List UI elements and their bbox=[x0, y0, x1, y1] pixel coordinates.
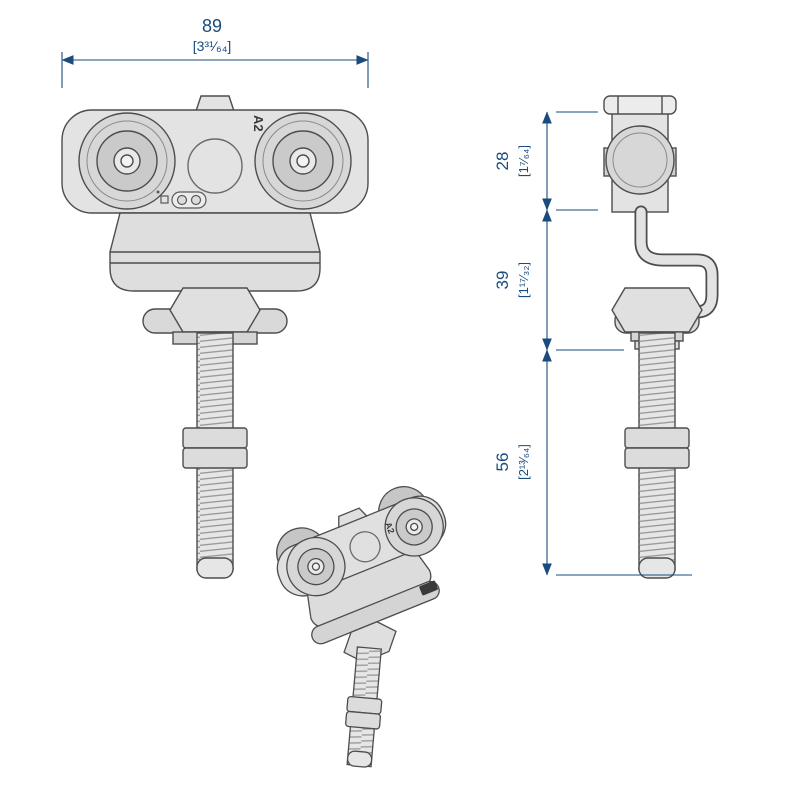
side-top-cap bbox=[603, 95, 677, 115]
wheel-left-axle bbox=[120, 154, 134, 168]
dimension-width: 89 [3³¹⁄₆₄] bbox=[61, 16, 369, 88]
dim-56-in: [2¹³⁄₆₄] bbox=[516, 444, 531, 480]
dim-width-in: [3³¹⁄₆₄] bbox=[193, 38, 232, 54]
side-roller bbox=[605, 125, 675, 195]
jam-nut-lower bbox=[182, 447, 248, 469]
side-jam-nut-upper bbox=[624, 427, 690, 449]
hex-nut bbox=[169, 287, 261, 333]
side-view bbox=[603, 95, 719, 579]
iso-wheel-right-axle bbox=[410, 522, 419, 532]
brand-mark bbox=[419, 580, 438, 596]
front-view: A2 bbox=[61, 95, 369, 579]
grease-fitting bbox=[156, 190, 207, 209]
dim-39-in: [1¹⁷⁄₃₂] bbox=[516, 262, 531, 298]
dimension-heights: 28 [1⁷⁄₆₄] 39 [1¹⁷⁄₃₂] 56 [2¹³⁄₆₄] bbox=[493, 111, 692, 576]
grease-hole-1 bbox=[176, 194, 188, 206]
wheel-left-tread bbox=[86, 120, 168, 202]
dim-28-mm: 28 bbox=[493, 152, 512, 171]
iso-plate bbox=[311, 580, 440, 645]
iso-center-boss bbox=[349, 531, 381, 563]
model-label-iso: A2 bbox=[383, 521, 397, 535]
wheel-left bbox=[78, 112, 176, 210]
side-rod-end-cap bbox=[638, 557, 676, 579]
rod-end-cap bbox=[196, 557, 234, 579]
model-label-front: A2 bbox=[251, 115, 266, 132]
side-jam-nut-lower bbox=[624, 447, 690, 469]
grease-square bbox=[160, 195, 169, 204]
wheel-right bbox=[254, 112, 352, 210]
grease-dot bbox=[156, 190, 160, 194]
grease-hole-2 bbox=[190, 194, 202, 206]
hook-strap-fill bbox=[636, 207, 717, 317]
side-roller-inner bbox=[612, 132, 668, 188]
jam-nut-upper bbox=[182, 427, 248, 449]
dim-39-mm: 39 bbox=[493, 271, 512, 290]
wheel-right-tread bbox=[262, 120, 344, 202]
side-hex-nut bbox=[611, 287, 703, 333]
iso-jam-nut-lower bbox=[345, 710, 382, 730]
iso-wheel-right bbox=[384, 497, 444, 557]
dim-56-mm: 56 bbox=[493, 453, 512, 472]
dim-28-in: [1⁷⁄₆₄] bbox=[516, 145, 531, 177]
wheel-right-axle bbox=[296, 154, 310, 168]
iso-top-tab bbox=[338, 507, 368, 529]
center-boss bbox=[187, 138, 243, 194]
iso-view: A2 bbox=[276, 486, 447, 663]
iso-rod bbox=[345, 646, 383, 768]
iso-wheel-left-axle bbox=[311, 562, 321, 571]
iso-wheel-left bbox=[286, 536, 346, 597]
dim-width-mm: 89 bbox=[202, 16, 222, 36]
iso-rod-end-cap bbox=[346, 750, 373, 768]
top-tab bbox=[195, 95, 235, 112]
